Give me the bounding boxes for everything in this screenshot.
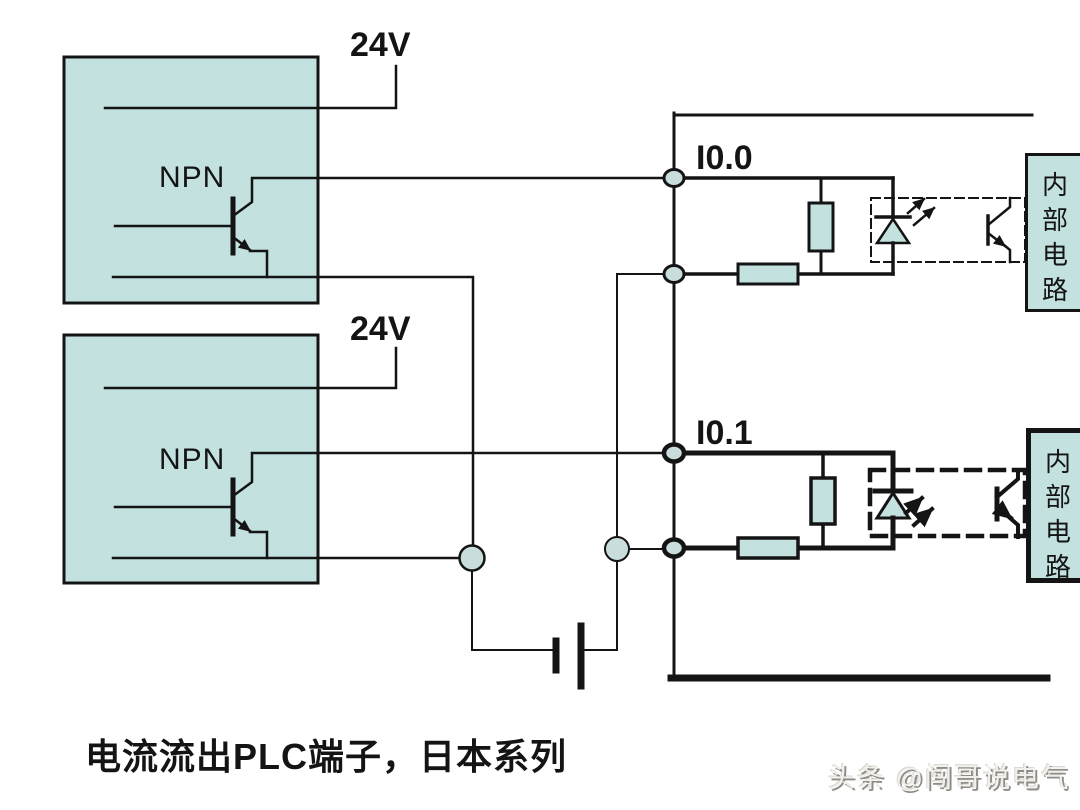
- sensor-1-supply-wire: [103, 64, 398, 110]
- phototransistor-i01-icon: [991, 468, 1020, 539]
- battery-icon: [552, 622, 585, 690]
- battery-right-wire: [583, 273, 667, 651]
- sensor-1-ground-wire: [111, 275, 475, 560]
- sensor-2-type-label: NPN: [159, 443, 226, 476]
- supply-voltage-label-2: 24V: [350, 310, 411, 348]
- sensor-1-collector-wire: [231, 176, 668, 218]
- sensor-2: [62, 333, 668, 585]
- internal-circuit-box-2: 内部电路: [1026, 428, 1080, 583]
- sensor-2-supply-wire: [103, 346, 398, 390]
- plc-input-i00: [672, 176, 1026, 286]
- sensor-1-type-label: NPN: [159, 161, 226, 194]
- terminal-label-i00: I0.0: [696, 139, 753, 177]
- sensor-1-box: [62, 55, 320, 305]
- junction-dot-right: [604, 536, 630, 562]
- resistor-horizontal-i00: [736, 262, 800, 286]
- common-wiring: [471, 273, 667, 690]
- optocoupler-box-i01: [867, 467, 1028, 539]
- junction-dot-left: [458, 544, 486, 572]
- led-i00-icon: [874, 176, 936, 276]
- resistor-horizontal-i01: [736, 536, 800, 560]
- internal-circuit-label-2: 内部电路: [1045, 448, 1072, 582]
- sensor-1: [62, 55, 668, 560]
- plc-input-i01: [671, 450, 1028, 560]
- led-i01-icon: [872, 450, 935, 551]
- sensor-2-box: [62, 333, 320, 585]
- diagram-caption: 电流流出PLC端子，日本系列: [85, 736, 568, 777]
- npn-transistor-2-icon: [113, 451, 668, 560]
- terminal-dot-i01-top: [661, 442, 687, 464]
- terminal-label-i01: I0.1: [696, 414, 753, 452]
- internal-circuit-box-1: 内部电路: [1025, 153, 1080, 312]
- plc-outline: [667, 111, 1051, 682]
- watermark-text: 头条 @闯哥说电气: [828, 763, 1070, 793]
- terminal-dot-i01-bottom: [661, 537, 687, 559]
- battery-left-wire: [471, 557, 554, 651]
- terminal-dot-i00-top: [662, 168, 686, 188]
- terminal-dot-i00-bottom: [662, 264, 686, 284]
- internal-circuit-label-1: 内部电路: [1042, 171, 1069, 305]
- resistor-vertical-i00: [807, 201, 835, 253]
- resistor-vertical-i01: [809, 476, 837, 526]
- supply-voltage-label-1: 24V: [350, 26, 411, 64]
- sensor-2-collector-wire: [231, 451, 668, 498]
- phototransistor-i00-icon: [986, 196, 1012, 264]
- npn-transistor-1-icon: [113, 176, 668, 279]
